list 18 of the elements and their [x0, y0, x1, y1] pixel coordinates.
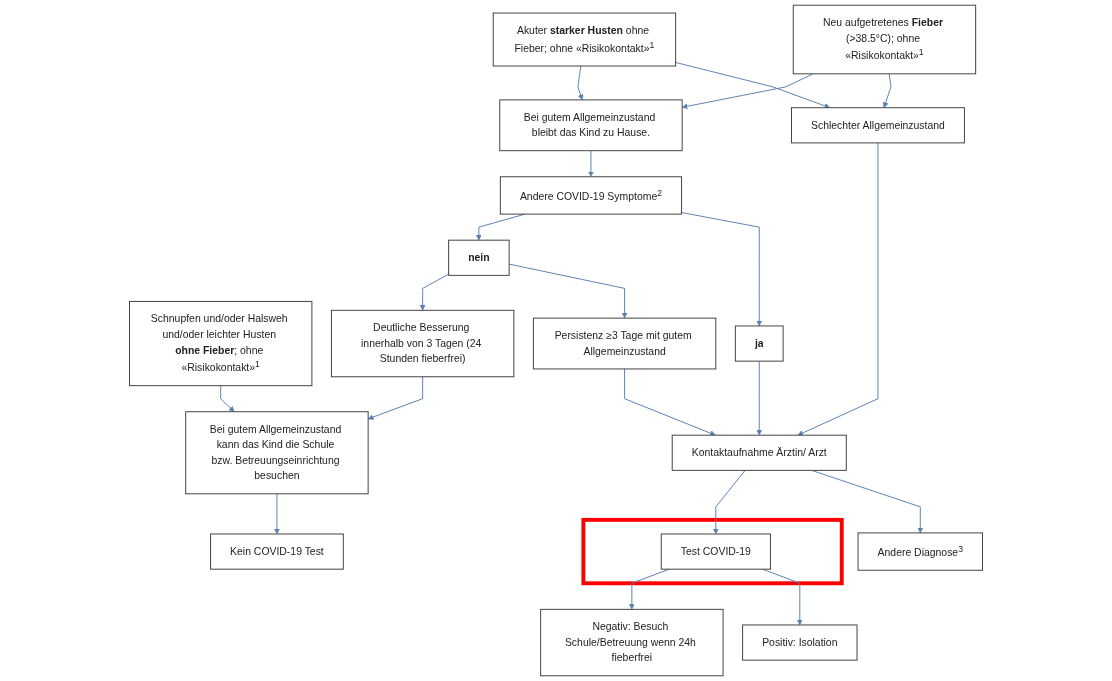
node-box: Akuter starker Husten ohne Fieber; ohne «Risikokontakt»$^{1}$: [492, 12, 677, 67]
node-box: Persistenz ≥3 Tage mit gutem Allgemeinzustand: [532, 317, 717, 370]
node-box: Bei gutem Allgemeinzustand bleibt das Kind zu Hause.: [499, 99, 683, 152]
cluster: [581, 517, 844, 586]
node-box: Negativ: Besuch Schule/Betreuung wenn 24h fieberfrei: [540, 608, 724, 677]
node-box: Deutliche Besserung innerhalb von 3 Tagen (24 Stunden fieberfrei): [330, 309, 515, 378]
node-box: Kein COVID-19 Test: [210, 533, 344, 570]
node-box: nein: [448, 239, 510, 276]
node-box: Kontaktaufnahme Ärztin/ Arzt: [671, 434, 847, 471]
node-box: Andere COVID-19 Symptome$^{2}$: [499, 176, 683, 215]
node-box: Neu aufgetretenes Fieber (>38.5°C); ohne «Risikokontakt»$^{1}$: [792, 4, 977, 75]
node-box: Schnupfen und/oder Halsweh und/oder leichter Husten ohne Fieber; ohne «Risikokontakt»$^{1}$: [129, 300, 313, 387]
node-box: Schlechter Allgemeinzustand: [791, 107, 965, 144]
node-box: Andere Diagnose$^{3}$: [857, 532, 983, 571]
node-box: Test COVID-19: [660, 533, 771, 570]
node-box: Positiv: Isolation: [742, 624, 858, 661]
node-box: ja: [734, 325, 784, 362]
node-box: Bei gutem Allgemeinzustand kann das Kind die Schule bzw. Betreuungseinrichtung besuchen: [185, 411, 369, 495]
